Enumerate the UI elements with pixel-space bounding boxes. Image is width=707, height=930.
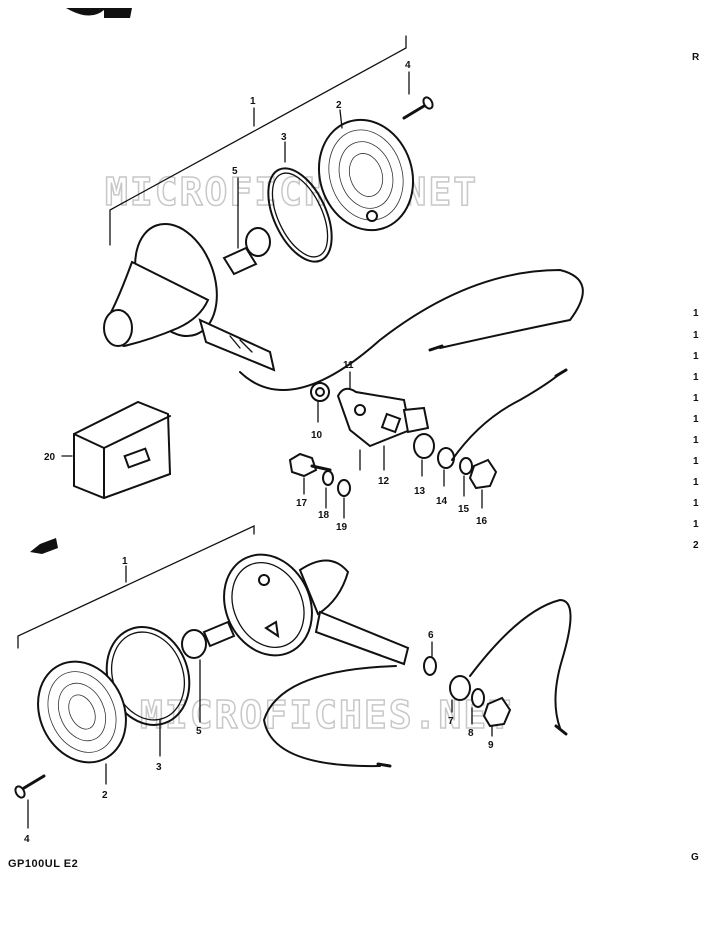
nut-16 — [468, 458, 498, 490]
edge-mark-2: 1 — [693, 330, 699, 341]
wire-lower-b — [263, 665, 397, 768]
callout-7: 7 — [448, 716, 454, 727]
washer-6 — [423, 656, 437, 676]
callout-8: 8 — [468, 728, 474, 739]
callout-2-lower: 2 — [102, 790, 108, 801]
bracket-lower — [17, 524, 255, 649]
washer-18 — [322, 470, 334, 486]
washer-15 — [459, 457, 473, 475]
callout-9: 9 — [488, 740, 494, 751]
callout-13: 13 — [414, 486, 426, 497]
callout-19: 19 — [336, 522, 348, 533]
edge-mark-8: 1 — [693, 456, 699, 467]
callout-20: 20 — [44, 452, 56, 463]
callout-17: 17 — [296, 498, 308, 509]
watermark-upper: MICROFICHES.NET — [105, 170, 478, 214]
edge-mark-4: 1 — [693, 372, 699, 383]
edge-mark-10: 1 — [693, 498, 699, 509]
front-arrow-icon — [30, 538, 58, 554]
callout-11: 11 — [343, 360, 354, 371]
callout-5-upper: 5 — [232, 166, 238, 177]
bulb-upper — [222, 227, 271, 276]
lens-upper — [317, 118, 415, 232]
washer-8 — [471, 688, 485, 708]
callout-1-lower: 1 — [122, 556, 128, 567]
bracket-upper — [109, 35, 407, 246]
collar-13 — [413, 433, 435, 459]
edge-mark-7: 1 — [693, 435, 699, 446]
edge-mark-11: 1 — [693, 519, 699, 530]
bulb-lower — [181, 620, 236, 659]
callout-4-lower: 4 — [24, 834, 30, 845]
nut-9 — [482, 696, 512, 728]
callout-3-upper: 3 — [281, 132, 287, 143]
callout-18: 18 — [318, 510, 330, 521]
callout-15: 15 — [458, 504, 470, 515]
bolt-17 — [288, 452, 332, 478]
callout-1-upper: 1 — [250, 96, 256, 107]
callout-4-upper: 4 — [405, 60, 411, 71]
edge-mark-12: 2 — [693, 540, 699, 551]
watermark-lower: MICROFICHES.NET — [140, 693, 513, 737]
relay-20 — [73, 400, 172, 500]
edge-mark-1: 1 — [693, 308, 699, 319]
gasket-upper — [267, 167, 333, 263]
screw-lower — [14, 774, 46, 799]
wire-upper — [239, 269, 584, 391]
callout-6: 6 — [428, 630, 434, 641]
edge-mark-9: 1 — [693, 477, 699, 488]
callout-10: 10 — [311, 430, 323, 441]
edge-mark-13: G — [691, 852, 699, 863]
washer-14 — [437, 447, 455, 469]
callout-2-upper: 2 — [336, 100, 342, 111]
model-caption: GP100UL E2 — [8, 858, 79, 870]
edge-mark-3: 1 — [693, 351, 699, 362]
wire-lower-a — [469, 599, 572, 729]
bracket-12 — [336, 387, 430, 448]
turn-signal-housing-upper — [103, 222, 276, 372]
callout-12: 12 — [378, 476, 390, 487]
screw-upper — [402, 96, 434, 120]
turn-signal-housing-lower — [223, 553, 410, 666]
callout-16: 16 — [476, 516, 488, 527]
edge-mark-0: R — [692, 52, 700, 63]
lens-lower — [37, 660, 127, 764]
callout-5-lower: 5 — [196, 726, 202, 737]
callout-14: 14 — [436, 496, 448, 507]
edge-mark-6: 1 — [693, 414, 699, 425]
washer-19 — [337, 479, 351, 497]
washer-7 — [449, 675, 471, 701]
callout-3-lower: 3 — [156, 762, 162, 773]
corner-mark — [66, 8, 132, 18]
edge-mark-5: 1 — [693, 393, 699, 404]
